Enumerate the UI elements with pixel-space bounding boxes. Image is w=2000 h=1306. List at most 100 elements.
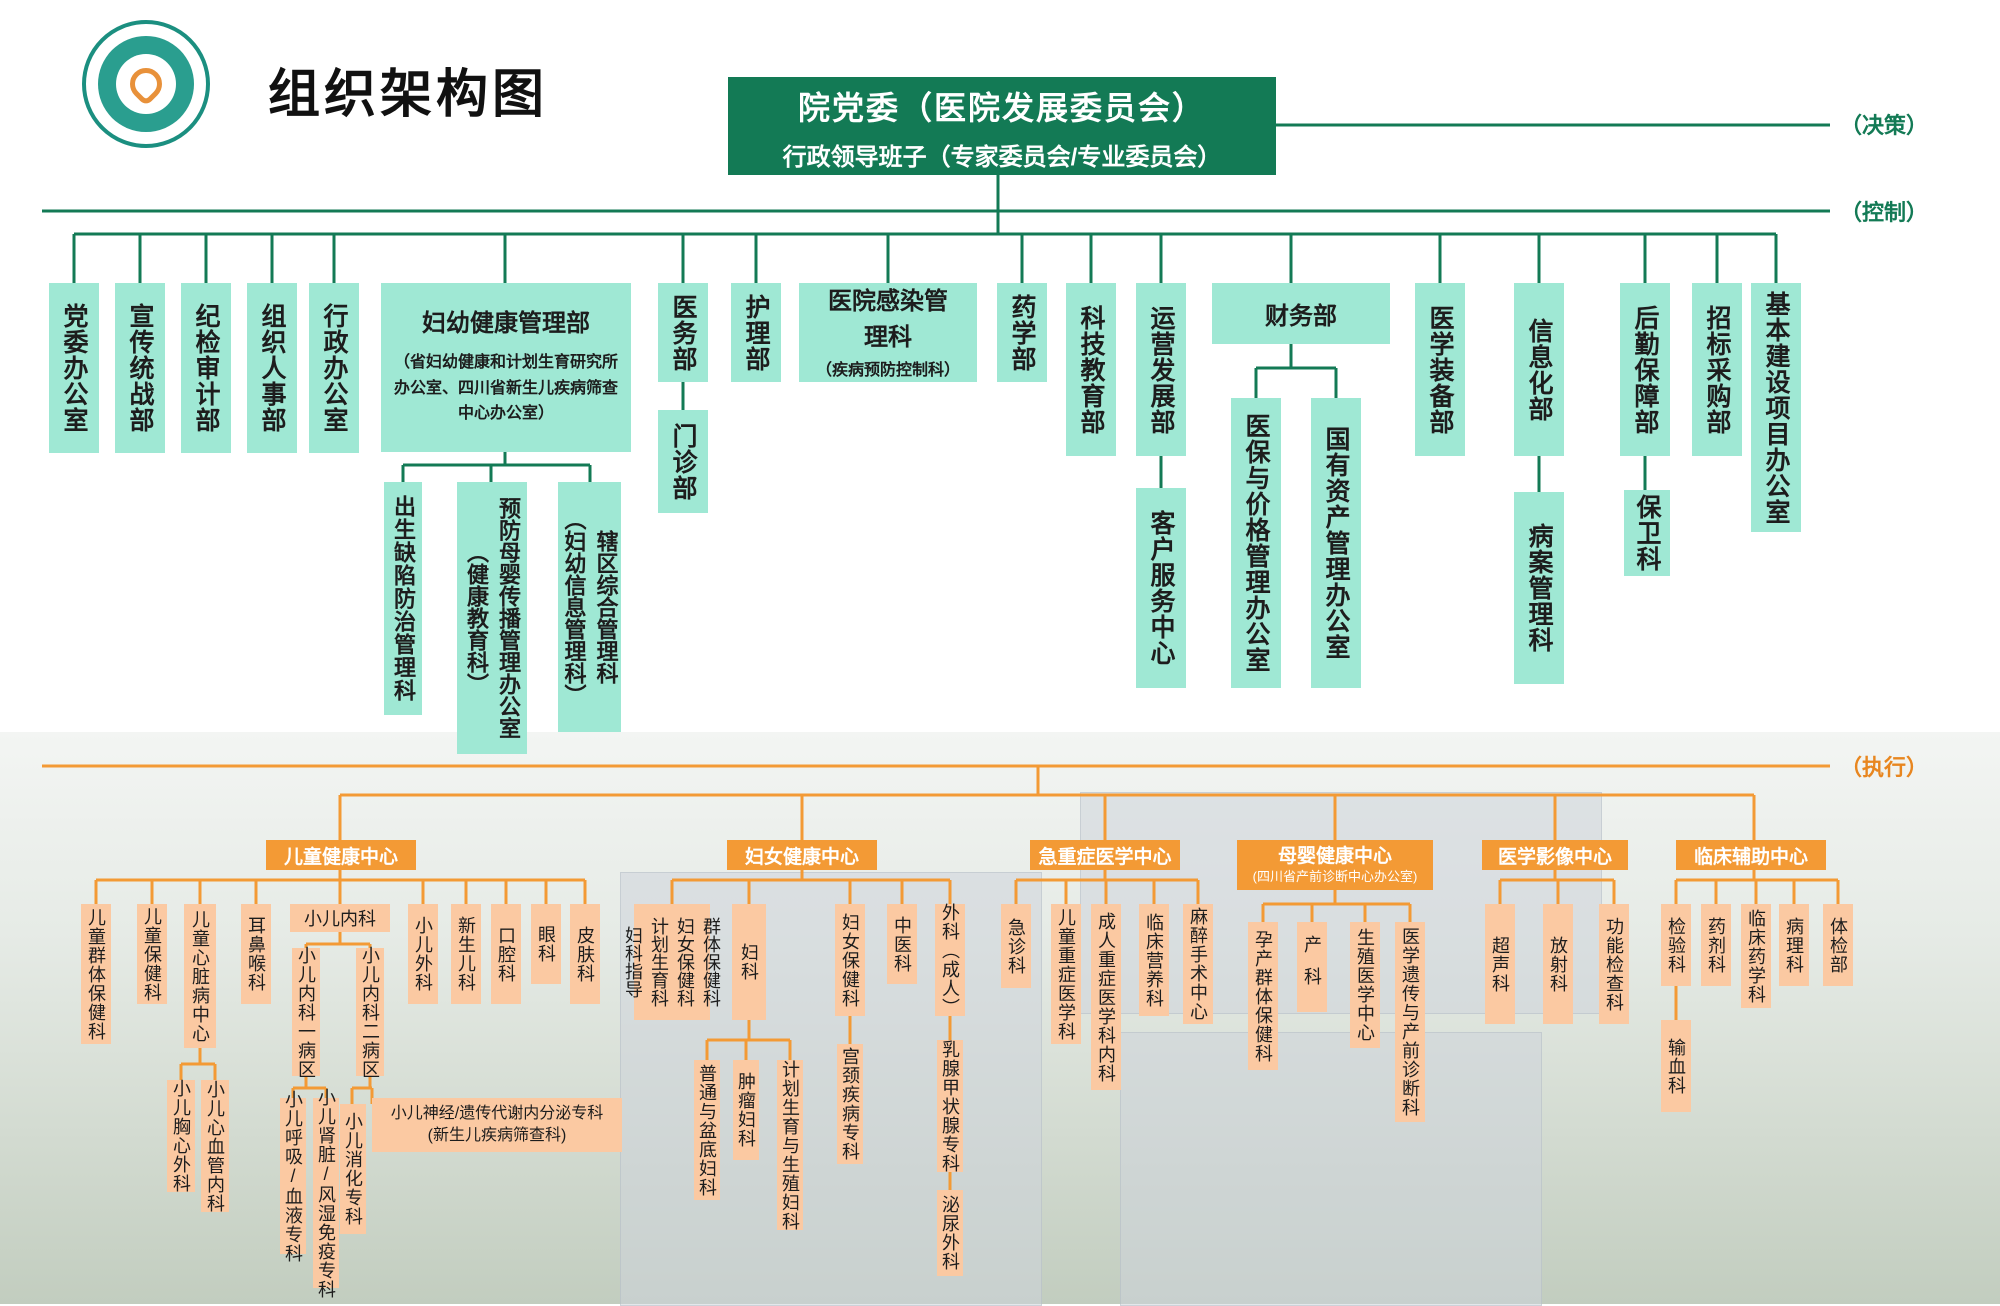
center-emergency: 急重症医学中心 — [1030, 840, 1180, 870]
dept-procurement: 招标采购部 — [1692, 283, 1742, 456]
dept-insurance-pricing: 医保与价格管理办公室 — [1231, 398, 1281, 688]
dept-operations: 运营发展部 — [1136, 283, 1186, 456]
dept-maternal-child-health: 妇幼健康管理部 （省妇幼健康和计划生育研究所办公室、四川省新生儿疾病筛查中心办公… — [381, 283, 631, 452]
dept-emergency: 急诊科 — [1001, 904, 1031, 988]
dept-pediatrics-ward1: 小儿内科一病区 — [292, 946, 320, 1079]
dept-anesthesia: 麻醉手术中心 — [1183, 904, 1213, 1024]
dept-genetics-prenatal: 医学遗传与产前诊断科 — [1395, 922, 1425, 1122]
dept-child-care: 儿童保健科 — [137, 904, 167, 1004]
dept-ultrasound: 超声科 — [1485, 904, 1515, 1024]
dept-transfusion: 输血科 — [1661, 1020, 1691, 1112]
dept-pathology: 病理科 — [1779, 904, 1809, 986]
center-child-health: 儿童健康中心 — [266, 840, 416, 870]
party-committee-title: 院党委（医院发展委员会） — [797, 90, 1206, 126]
dept-digestive: 小儿消化专科 — [340, 1104, 366, 1234]
dept-kidney-rheumatology: 小儿肾脏/风湿免疫专科 — [313, 1088, 339, 1299]
dept-finance: 财务部 — [1212, 283, 1390, 344]
dept-maternal-group-care: 孕产群体保健科 — [1248, 922, 1278, 1070]
dept-child-cardiology: 小儿心血管内科 — [201, 1080, 229, 1213]
women-group-label3: 计划生育科 — [649, 917, 669, 1007]
dept-radiology: 放射科 — [1543, 904, 1573, 1024]
dept-women-care: 妇女保健科 — [835, 904, 865, 1016]
party-committee-box: 院党委（医院发展委员会） 行政领导班子（专家委员会/专业委员会） — [728, 77, 1276, 175]
dept-birth-defect: 出生缺陷防治管理科 — [384, 482, 422, 715]
dept-personnel: 组织人事部 — [247, 283, 297, 453]
dept-medical-records: 病案管理科 — [1514, 492, 1564, 684]
women-group-label4: 妇科指导 — [623, 926, 643, 998]
dept-ophthalmology: 眼科 — [531, 904, 561, 984]
dept-women-group: 群体保健科 妇女保健科 计划生育科 妇科指导 — [623, 904, 721, 1020]
dept-child-chest-surgery: 小儿胸心外科 — [167, 1079, 195, 1193]
women-group-label2: 妇女保健科 — [675, 917, 695, 1007]
hospital-logo — [82, 20, 210, 148]
prevention-transmission-label: 预防母婴传播管理办公室 — [496, 497, 521, 739]
dept-medical-equipment: 医学装备部 — [1415, 283, 1465, 456]
dept-party-office: 党委办公室 — [49, 283, 99, 453]
maternal-center-note: (四川省产前诊断中心办公室) — [1252, 868, 1418, 884]
dept-gynecology: 妇科 — [732, 904, 766, 1020]
center-maternal: 母婴健康中心 (四川省产前诊断中心办公室) — [1237, 840, 1433, 890]
dept-dispensary: 药剂科 — [1701, 904, 1731, 986]
dept-admin-office: 行政办公室 — [309, 283, 359, 453]
women-group-label1: 群体保健科 — [701, 917, 721, 1007]
dept-physical-exam: 体检部 — [1823, 904, 1853, 986]
dept-pediatric-icu: 儿童重症医学科 — [1051, 904, 1081, 1044]
maternal-child-health-title: 妇幼健康管理部 — [422, 309, 590, 337]
dept-cervical: 宫颈疾病专科 — [837, 1044, 863, 1164]
control-label: （控制） — [1839, 200, 1928, 225]
dept-district-management: 辖区综合管理科 （妇幼信息管理科） — [558, 482, 621, 732]
neuro-endocrine-label: 小儿神经/遗传代谢内分泌专科 — [390, 1105, 604, 1123]
dept-nutrition: 临床营养科 — [1139, 904, 1169, 1016]
center-women-health: 妇女健康中心 — [727, 840, 877, 870]
newborn-screening-label: (新生儿疾病筛查科) — [427, 1127, 567, 1144]
dept-breast-thyroid: 乳腺甲状腺专科 — [937, 1040, 963, 1173]
page-title: 组织架构图 — [268, 66, 549, 124]
dept-obstetrics: 产科 — [1297, 922, 1327, 1012]
dept-function-exam: 功能检查科 — [1599, 904, 1629, 1024]
dept-discipline-audit: 纪检审计部 — [181, 283, 231, 453]
dept-outpatient: 门诊部 — [658, 410, 708, 513]
dept-medical-affairs: 医务部 — [658, 283, 708, 382]
dept-tcm: 中医科 — [887, 904, 917, 984]
dept-pediatrics-ward2: 小儿内科二病区 — [356, 946, 384, 1079]
leadership-subtitle: 行政领导班子（专家委员会/专业委员会） — [782, 144, 1222, 171]
dept-nursing: 护理部 — [731, 283, 781, 382]
dept-reproductive-center: 生殖医学中心 — [1350, 922, 1380, 1048]
district-management-label: 辖区综合管理科 — [593, 530, 619, 684]
dept-prevention-transmission: 预防母婴传播管理办公室 （健康教育科） — [457, 482, 527, 754]
dept-pharmacy: 药学部 — [997, 283, 1047, 382]
dept-pediatrics: 小儿内科 — [290, 904, 390, 932]
dept-general-pelvic: 普通与盆底妇科 — [694, 1060, 720, 1200]
execution-label: （执行） — [1839, 755, 1928, 780]
infection-control-note: （疾病预防控制科） — [815, 361, 960, 379]
dept-laboratory: 检验科 — [1661, 904, 1691, 986]
dept-stomatology: 口腔科 — [491, 904, 521, 1004]
dept-neuro-endocrine: 小儿神经/遗传代谢内分泌专科 (新生儿疾病筛查科) — [372, 1098, 622, 1152]
decision-label: （决策） — [1839, 113, 1928, 138]
dept-state-assets: 国有资产管理办公室 — [1311, 398, 1361, 688]
dept-publicity: 宣传统战部 — [115, 283, 165, 453]
dept-science-education: 科技教育部 — [1066, 283, 1116, 456]
dept-gyn-oncology: 肿瘤妇科 — [733, 1060, 759, 1160]
center-clinical-support: 临床辅助中心 — [1676, 840, 1826, 870]
dept-adult-surgery: 外科（成人） — [935, 903, 965, 1017]
dept-urology: 泌尿外科 — [937, 1190, 963, 1276]
maternal-child-health-note: （省妇幼健康和计划生育研究所办公室、四川省新生儿疾病筛查中心办公室） — [393, 354, 618, 423]
dept-family-planning-reproductive: 计划生育与生殖妇科 — [777, 1060, 803, 1231]
dept-neonatal: 新生儿科 — [451, 904, 481, 1004]
dept-security: 保卫科 — [1624, 490, 1670, 576]
dept-child-surgery: 小儿外科 — [408, 904, 438, 1004]
dept-construction: 基本建设项目办公室 — [1751, 283, 1801, 532]
center-imaging: 医学影像中心 — [1482, 840, 1628, 870]
infection-control-title: 医院感染管理科 — [828, 287, 948, 351]
dept-ent: 耳鼻喉科 — [241, 904, 271, 1004]
dept-customer-service: 客户服务中心 — [1136, 488, 1186, 688]
dept-infection-control: 医院感染管理科 （疾病预防控制科） — [799, 283, 977, 382]
dept-information: 信息化部 — [1514, 283, 1564, 456]
dept-adult-icu: 成人重症医学科内科 — [1091, 904, 1121, 1090]
dept-dermatology: 皮肤科 — [570, 904, 600, 1004]
dept-logistics: 后勤保障部 — [1620, 283, 1670, 456]
dept-child-group-care: 儿童群体保健科 — [81, 904, 111, 1044]
info-management-label: （妇幼信息管理科） — [561, 508, 587, 706]
